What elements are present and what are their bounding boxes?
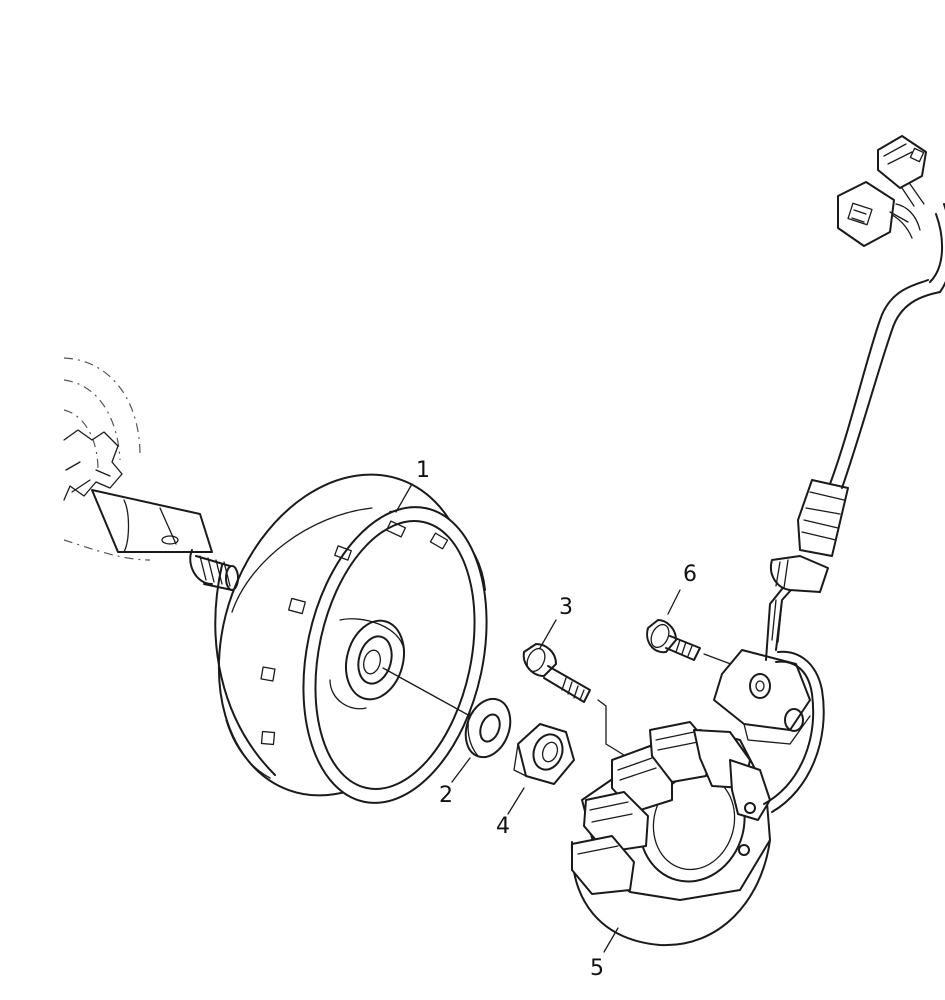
pickup-bolt (646, 619, 701, 661)
connector-upper (877, 135, 927, 207)
callout-6: 6 (683, 562, 697, 587)
callout-5: 5 (590, 956, 604, 981)
connector-lower (837, 181, 909, 247)
callout-1: 1 (416, 458, 430, 483)
callout-3: 3 (559, 595, 573, 620)
callout-leaders (395, 483, 681, 953)
stator-bolt (522, 643, 591, 703)
stator (570, 721, 771, 947)
wiring-harness (763, 203, 945, 813)
flywheel-rotor (214, 473, 488, 804)
callout-4: 4 (496, 814, 510, 839)
callout-2: 2 (439, 783, 453, 808)
washer (464, 697, 512, 759)
stator-coil-poles (571, 721, 771, 895)
pickup-coil (713, 649, 811, 745)
rotor-magnet-slots (260, 520, 449, 746)
stator-bolt-guide-line (597, 699, 633, 761)
assembly-axis-line (382, 667, 471, 717)
flywheel-nut (513, 723, 575, 785)
crankshaft-thread (189, 549, 239, 591)
crankshaft-illustration (63, 357, 239, 591)
callout-labels: 1 2 3 4 5 6 (416, 458, 697, 981)
